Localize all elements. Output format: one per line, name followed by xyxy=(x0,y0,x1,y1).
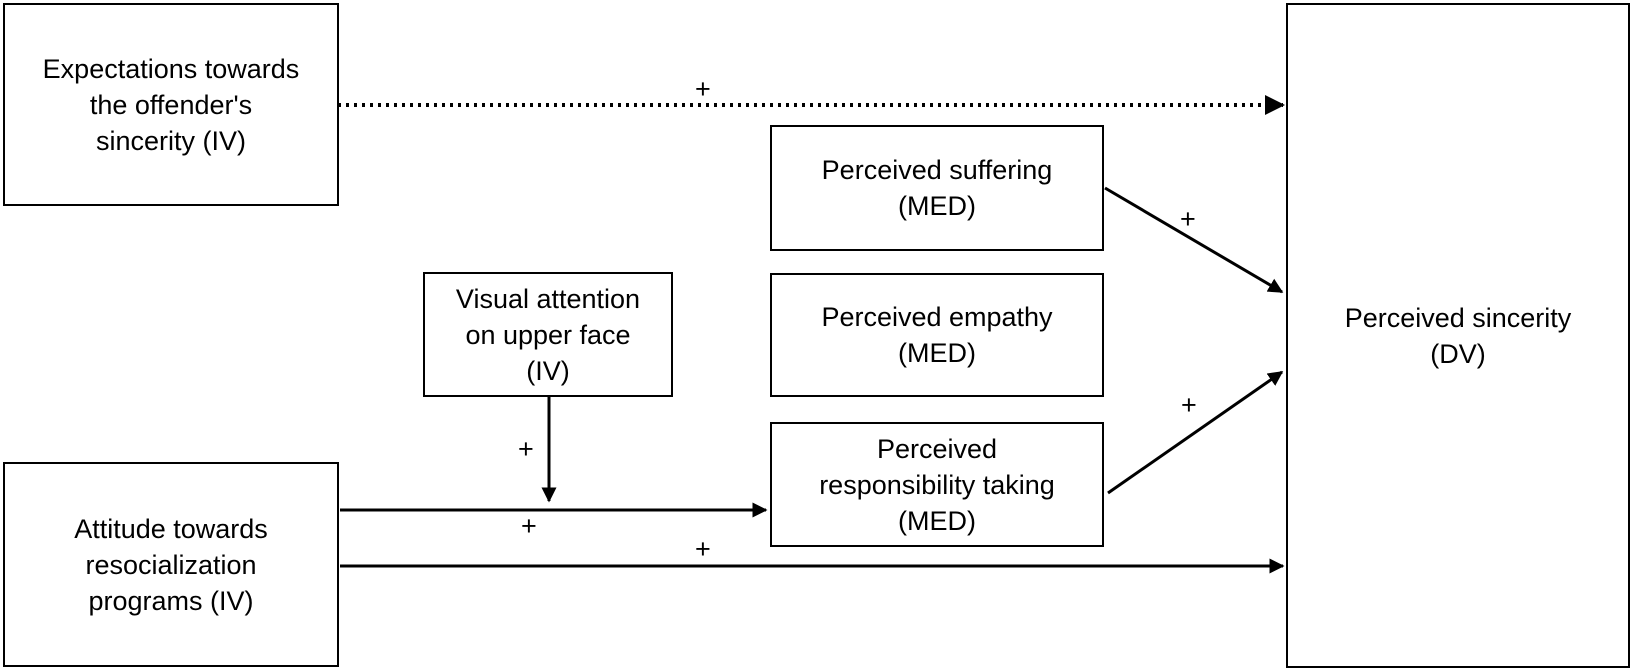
node-sincerity-line: (DV) xyxy=(1430,338,1486,369)
node-responsibility-line: (MED) xyxy=(898,505,976,536)
node-attitude: Attitude towards resocialization program… xyxy=(3,462,339,667)
edge-sign-suffering: + xyxy=(1180,204,1196,234)
edge-sign-attention: + xyxy=(518,434,534,464)
node-expectations: Expectations towards the offender's sinc… xyxy=(3,3,339,206)
edge-sign-attitude-sincerity: + xyxy=(695,534,711,564)
node-responsibility-line: responsibility taking xyxy=(819,469,1055,500)
edge-sign-responsibility: + xyxy=(1181,390,1197,420)
node-attitude-line: Attitude towards xyxy=(74,513,268,544)
edge-responsibility-to-sincerity xyxy=(1107,370,1284,495)
node-suffering-line: (MED) xyxy=(898,191,976,221)
node-sincerity: Perceived sincerity (DV) xyxy=(1286,3,1630,668)
node-expectations-line: sincerity (IV) xyxy=(95,125,247,156)
node-empathy-line: (MED) xyxy=(898,338,976,368)
node-responsibility: Perceived responsibility taking (MED) xyxy=(770,422,1104,547)
node-visual-attention-line: Visual attention xyxy=(455,283,641,314)
node-empathy-line: Perceived empathy xyxy=(821,302,1053,332)
node-visual-attention-line: on upper face xyxy=(465,319,631,350)
node-expectations-line: Expectations towards xyxy=(42,53,300,84)
node-responsibility-line: Perceived xyxy=(876,433,998,464)
node-visual-attention-line: (IV) xyxy=(526,355,570,386)
node-empathy: Perceived empathy (MED) xyxy=(770,273,1104,397)
edge-sign-expectations: + xyxy=(695,74,711,104)
node-expectations-line: the offender's xyxy=(89,89,253,120)
edge-sign-attitude-responsibility: + xyxy=(521,511,537,541)
node-attitude-line: resocialization xyxy=(85,549,257,580)
edge-suffering-to-sincerity xyxy=(1104,186,1284,294)
node-visual-attention: Visual attention on upper face (IV) xyxy=(423,272,673,397)
node-sincerity-line: Perceived sincerity xyxy=(1344,302,1572,333)
node-attitude-line: programs (IV) xyxy=(88,585,254,616)
node-suffering: Perceived suffering (MED) xyxy=(770,125,1104,251)
node-suffering-line: Perceived suffering xyxy=(821,155,1053,185)
